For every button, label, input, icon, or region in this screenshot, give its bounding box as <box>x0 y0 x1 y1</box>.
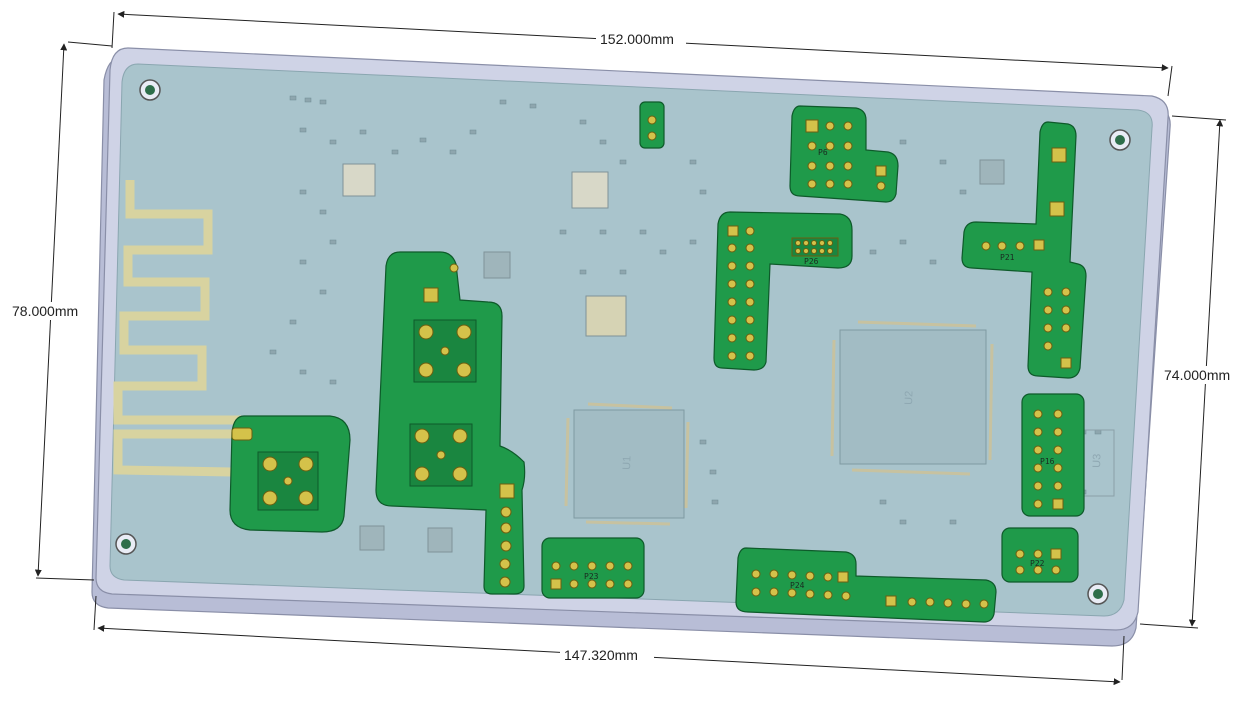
label-p16: P16 <box>1040 457 1055 466</box>
chip-label-u1: U1 <box>621 456 633 470</box>
chip-label-u3: U3 <box>1091 454 1103 468</box>
chip-u1: U1 <box>564 402 690 526</box>
gold-pads <box>231 115 1072 609</box>
island-p16 <box>1021 393 1085 517</box>
dim-left-label: 78.000mm <box>12 303 78 319</box>
label-p6: P6 <box>818 148 828 157</box>
dim-top-label: 152.000mm <box>600 31 674 47</box>
dim-bottom-label: 147.320mm <box>564 647 638 663</box>
label-p24: P24 <box>790 581 805 590</box>
smd-components <box>269 95 1102 525</box>
chip-label-u2: U2 <box>903 391 915 405</box>
island-top-small <box>639 101 665 149</box>
mounting-hole-icon <box>115 533 137 555</box>
connector-labels: P23 P24 P26 P21 P22 P16 P6 <box>584 148 1055 590</box>
island-rf-middle <box>375 251 526 595</box>
mounting-hole-icon <box>1109 129 1131 151</box>
mounting-hole-icon <box>139 79 161 101</box>
dim-right-label: 74.000mm <box>1164 367 1230 383</box>
label-p21: P21 <box>1000 253 1015 262</box>
mounting-hole-icon <box>1087 583 1109 605</box>
label-p22: P22 <box>1030 559 1045 568</box>
label-p23: P23 <box>584 572 599 581</box>
board-surface <box>109 63 1153 617</box>
mounting-holes <box>115 79 1131 605</box>
chip-u2: U2 <box>830 320 994 476</box>
dimension-labels: 152.000mm 147.320mm 78.000mm 74.000mm <box>10 30 1246 664</box>
island-p21 <box>961 121 1087 379</box>
qfn-packages <box>342 159 1005 553</box>
label-p26: P26 <box>804 257 819 266</box>
